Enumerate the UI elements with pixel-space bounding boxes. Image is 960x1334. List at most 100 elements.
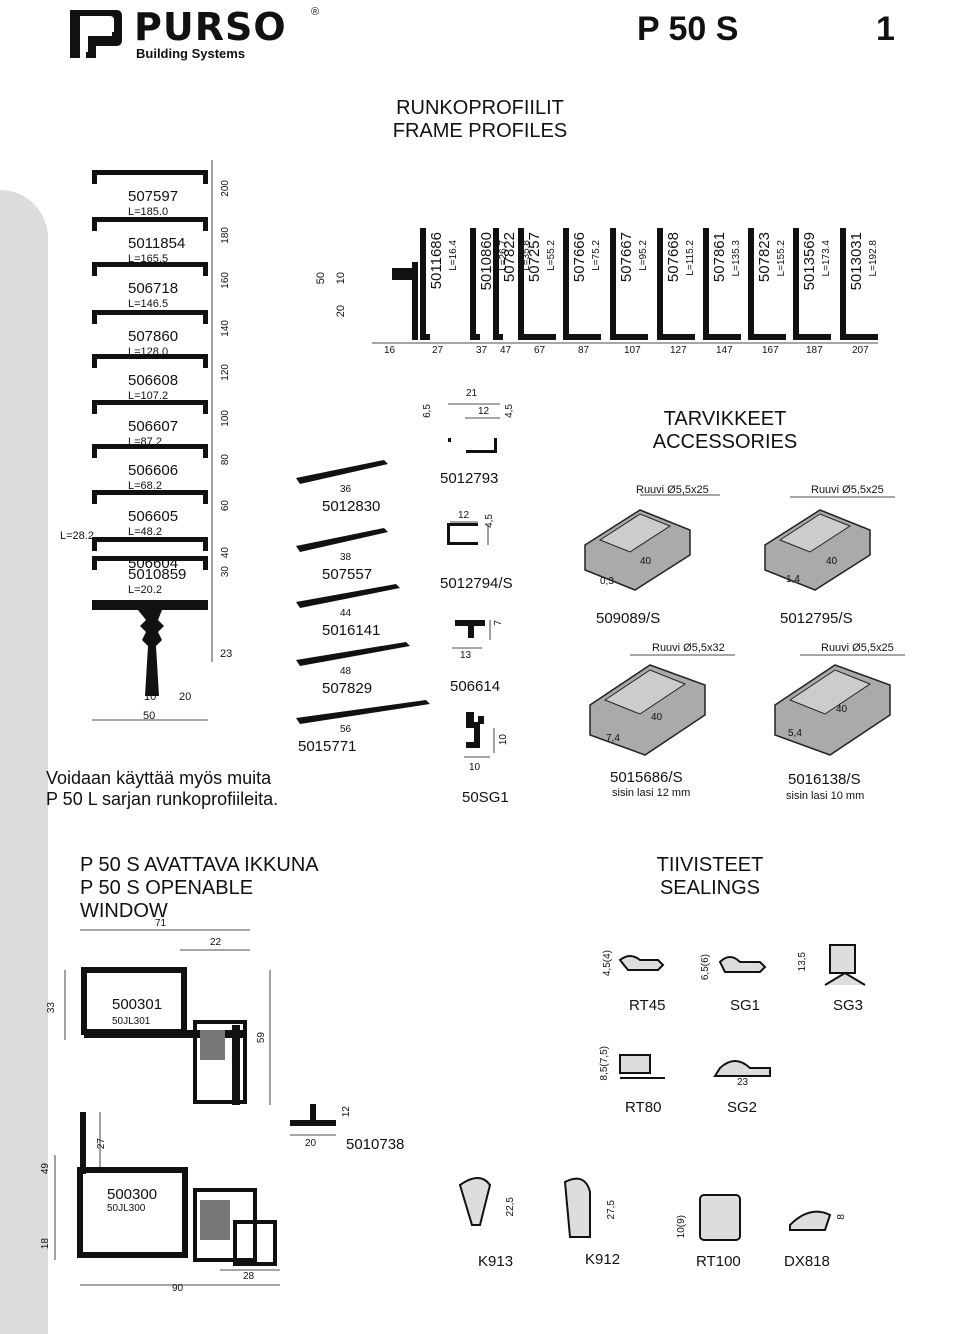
taper-width-38: 38 bbox=[340, 552, 352, 563]
accessory-shapes bbox=[584, 494, 905, 756]
page-number: 1 bbox=[876, 10, 895, 48]
horiz-len-5013031: L=192.8 bbox=[868, 240, 879, 277]
win1-dim-22: 22 bbox=[210, 937, 222, 948]
acc2-screw: Ruuvi Ø5,5x25 bbox=[811, 484, 884, 496]
part-50sg1-dim-w: 10 bbox=[469, 762, 481, 773]
horiz-code-507666: 507666 bbox=[571, 232, 588, 283]
taper-code-5015771: 5015771 bbox=[298, 738, 357, 755]
win1-dim-59: 59 bbox=[256, 1032, 267, 1044]
stack-len-5011854: L=165.5 bbox=[128, 253, 169, 265]
acc2-len: 40 bbox=[826, 556, 838, 567]
p3-dim-20: 20 bbox=[305, 1138, 317, 1149]
acc1-code: 509089/S bbox=[596, 610, 661, 627]
purso-mark-icon bbox=[70, 10, 122, 58]
stack-code-506606: 506606 bbox=[128, 462, 179, 479]
horiz-len-507667: L=95.2 bbox=[638, 240, 649, 271]
taper-507829 bbox=[296, 642, 410, 666]
usage-note: Voidaan käyttää myös muita P 50 L sarjan… bbox=[46, 768, 279, 809]
horiz-dim-10: 10 bbox=[335, 272, 347, 285]
part-5012794-code: 5012794/S bbox=[440, 575, 513, 592]
stack-dim-50: 50 bbox=[143, 710, 156, 722]
horiz-code-5013569: 5013569 bbox=[801, 232, 818, 291]
stack-profile-506608 bbox=[92, 354, 208, 368]
horiz-scale-107: 107 bbox=[624, 345, 641, 356]
stack-len-506718: L=146.5 bbox=[128, 298, 169, 310]
seal-rt45-dim: 4,5(4) bbox=[602, 950, 613, 977]
p3-dim-12: 12 bbox=[341, 1106, 352, 1118]
stack-code-507597: 507597 bbox=[128, 188, 179, 205]
stack-side-length: L=28.2 bbox=[60, 530, 94, 542]
part-5012793-dim-12: 12 bbox=[478, 406, 490, 417]
part-506614-shape bbox=[455, 620, 485, 638]
stack-profile-507860 bbox=[92, 310, 208, 324]
stack-len-507860: L=128.0 bbox=[128, 346, 169, 358]
window-profile-shapes bbox=[54, 929, 336, 1286]
p3-code: 5010738 bbox=[346, 1136, 405, 1153]
win1-dim-71: 71 bbox=[155, 918, 167, 929]
seal-k913-dim: 22,5 bbox=[505, 1197, 516, 1217]
part-5012793-dim-65: 6,5 bbox=[422, 404, 433, 418]
seal-dx818-dim: 8 bbox=[836, 1214, 847, 1220]
acc2-gap: 1,4 bbox=[786, 574, 800, 585]
horiz-code-5010860: 5010860 bbox=[478, 232, 495, 291]
taper-5016141 bbox=[296, 584, 400, 608]
page-code: P 50 S bbox=[637, 10, 739, 48]
taper-code-507829: 507829 bbox=[322, 680, 373, 697]
part-50sg1-shape bbox=[466, 712, 484, 748]
win1-sub: 50JL301 bbox=[112, 1016, 151, 1027]
horiz-profile-5011686 bbox=[420, 228, 430, 340]
part-5012793-code: 5012793 bbox=[440, 470, 499, 487]
horiz-dim-50: 50 bbox=[315, 272, 327, 285]
taper-code-5012830: 5012830 bbox=[322, 498, 381, 515]
horiz-dim-20: 20 bbox=[335, 305, 347, 318]
heading-en: FRAME PROFILES bbox=[392, 120, 568, 142]
stack-profile-506604 bbox=[92, 537, 208, 551]
stack-dim-40: 40 bbox=[220, 547, 231, 559]
stack-len-506608: L=107.2 bbox=[128, 390, 169, 402]
seal-dx818-code: DX818 bbox=[784, 1253, 830, 1270]
openable-window-heading: P 50 S AVATTAVA IKKUNA P 50 S OPENABLE W… bbox=[80, 854, 319, 922]
horiz-scale-207: 207 bbox=[852, 345, 869, 356]
taper-5012830 bbox=[296, 460, 388, 484]
win2-dim-18: 18 bbox=[40, 1238, 51, 1250]
seal-sg1-code: SG1 bbox=[730, 997, 761, 1014]
horiz-profile-5013031 bbox=[840, 228, 878, 340]
win2-sub: 50JL300 bbox=[107, 1203, 146, 1214]
seal-k912-code: K912 bbox=[585, 1251, 621, 1268]
part-5012793-dim-45: 4,5 bbox=[504, 404, 515, 418]
horiz-len-5013569: L=173.4 bbox=[821, 240, 832, 277]
stack-code-5011854: 5011854 bbox=[128, 235, 186, 252]
decorative-gray-band bbox=[0, 190, 48, 1334]
part-506614-dim-7: 7 bbox=[493, 620, 504, 626]
heading-fi: RUNKOPROFIILIT bbox=[396, 97, 564, 119]
stack-dim-20: 20 bbox=[179, 691, 192, 703]
horiz-code-507257: 507257 bbox=[526, 232, 543, 283]
horiz-code-5013031: 5013031 bbox=[848, 232, 865, 291]
stack-code-506604: 506604 bbox=[128, 555, 179, 572]
part-5012794-dim-12: 12 bbox=[458, 510, 470, 521]
horiz-scale-16: 16 bbox=[384, 345, 396, 356]
horiz-profile-507822 bbox=[493, 228, 503, 340]
stack-code-506605: 506605 bbox=[128, 508, 179, 525]
stack-len-507597: L=185.0 bbox=[128, 206, 169, 218]
acc3-code: 5015686/S bbox=[610, 769, 683, 786]
horiz-profile-5010860 bbox=[470, 228, 480, 340]
acc1-gap: 0,3 bbox=[600, 576, 614, 587]
stack-len-506606: L=68.2 bbox=[128, 480, 162, 492]
taper-width-36: 36 bbox=[340, 484, 352, 495]
seal-sg3-code: SG3 bbox=[833, 997, 864, 1014]
horiz-profile-507257 bbox=[518, 228, 556, 340]
taper-width-56: 56 bbox=[340, 724, 352, 735]
acc4-screw: Ruuvi Ø5,5x25 bbox=[821, 642, 894, 654]
part-50sg1-dim-h: 10 bbox=[498, 734, 509, 746]
stack-dim-80: 80 bbox=[220, 454, 231, 466]
stack-code-5010859: 5010859 bbox=[128, 566, 187, 583]
seal-rt80-code: RT80 bbox=[625, 1099, 662, 1116]
seal-rt100-code: RT100 bbox=[696, 1253, 741, 1270]
accessories-heading: TARVIKKEET ACCESSORIES bbox=[652, 408, 798, 453]
seal-k913-code: K913 bbox=[478, 1253, 514, 1270]
taper-code-507557: 507557 bbox=[322, 566, 373, 583]
stack-profile-shapes bbox=[92, 160, 213, 721]
win2-code: 500300 bbox=[107, 1186, 158, 1203]
